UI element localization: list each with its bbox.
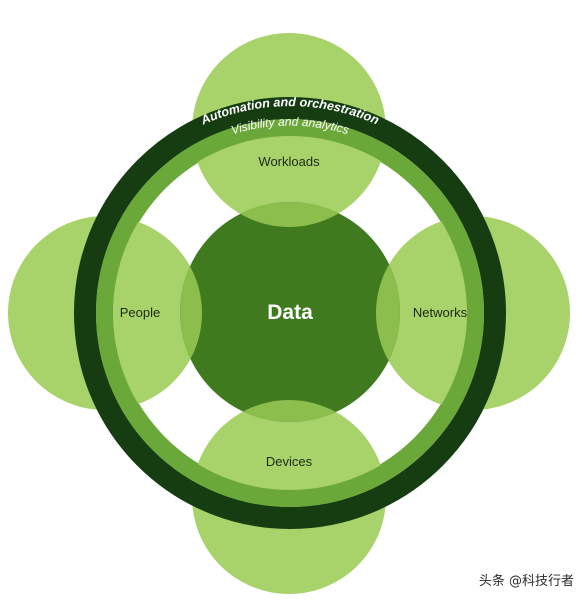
node-circles-inner bbox=[113, 136, 467, 490]
data-core-circle bbox=[180, 202, 400, 422]
networks-label: Networks bbox=[413, 305, 468, 320]
workloads-label: Workloads bbox=[258, 154, 320, 169]
automation-ring bbox=[74, 97, 506, 529]
visibility-ring bbox=[96, 119, 484, 507]
watermark-text: 头条 @科技行者 bbox=[479, 573, 574, 589]
people-label: People bbox=[120, 305, 160, 320]
data-core-label: Data bbox=[267, 301, 313, 324]
devices-label: Devices bbox=[266, 454, 313, 469]
